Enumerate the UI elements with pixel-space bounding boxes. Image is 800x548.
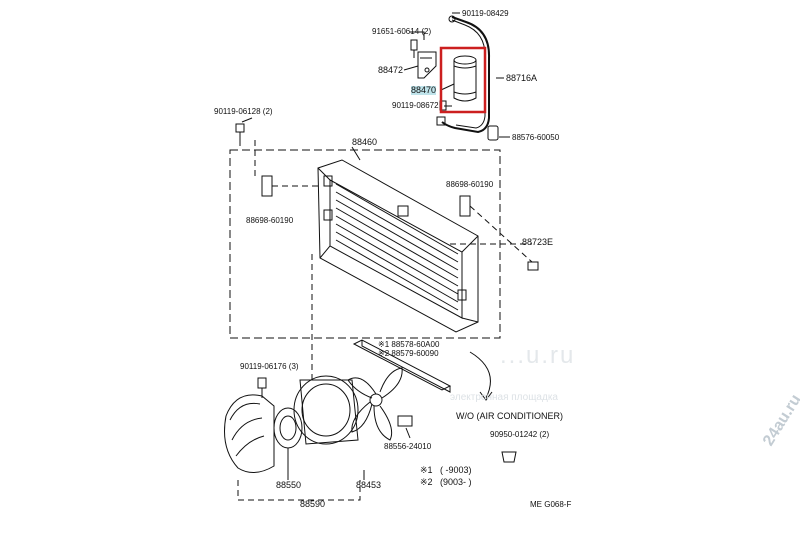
label-90950-01242[interactable]: 90950-01242 (2) xyxy=(490,430,550,439)
fan-assembly xyxy=(224,367,517,480)
assembly-boundary xyxy=(229,149,501,339)
diagram-code: ME G068-F xyxy=(530,500,572,509)
label-90119-06176[interactable]: 90119-06176 (3) xyxy=(240,362,299,371)
label-88470[interactable]: 88470 xyxy=(411,85,437,95)
label-90119-08672[interactable]: 90119-08672 xyxy=(392,101,439,110)
spacer-strip xyxy=(352,339,452,393)
label-88556-24010[interactable]: 88556-24010 xyxy=(384,442,432,451)
label-88460[interactable]: 88460 xyxy=(352,137,378,147)
section-title: W/O (AIR CONDITIONER) xyxy=(456,411,563,421)
label-88550[interactable]: 88550 xyxy=(276,480,302,490)
note-1-range: ( -9003) xyxy=(440,465,472,475)
receiver-assembly xyxy=(403,12,510,141)
dashed-leaders xyxy=(237,140,533,501)
label-88453[interactable]: 88453 xyxy=(356,480,382,490)
note-2-range: (9003- ) xyxy=(440,477,472,487)
label-91651-60614[interactable]: 91651-60614 (2) xyxy=(372,27,432,36)
label-90119-08429[interactable]: 90119-08429 xyxy=(462,9,509,18)
condenser xyxy=(261,146,539,333)
label-88698-60190-right[interactable]: 88698-60190 xyxy=(446,180,494,189)
note-2-mark: ※2 xyxy=(420,477,433,487)
receiver-highlight-box xyxy=(439,46,487,114)
label-88472[interactable]: 88472 xyxy=(378,65,404,75)
label-88716a[interactable]: 88716A xyxy=(506,73,538,83)
label-88590[interactable]: 88590 xyxy=(300,499,326,509)
bolt-90119-06128 xyxy=(235,117,253,146)
section-arrow xyxy=(469,351,491,399)
label-88578[interactable]: ※1 88578-60A00 xyxy=(378,340,440,349)
label-88579[interactable]: ※2 88579-60090 xyxy=(378,349,439,358)
note-1-mark: ※1 xyxy=(420,465,433,475)
label-88576-60050[interactable]: 88576-60050 xyxy=(512,133,560,142)
label-88723e[interactable]: 88723E xyxy=(522,237,554,247)
label-88698-60190-left[interactable]: 88698-60190 xyxy=(246,216,294,225)
label-90119-06128[interactable]: 90119-06128 (2) xyxy=(214,107,273,116)
watermark-faint-text: электронная площадка xyxy=(450,392,558,403)
watermark-faint: ...u.ru xyxy=(500,342,576,369)
